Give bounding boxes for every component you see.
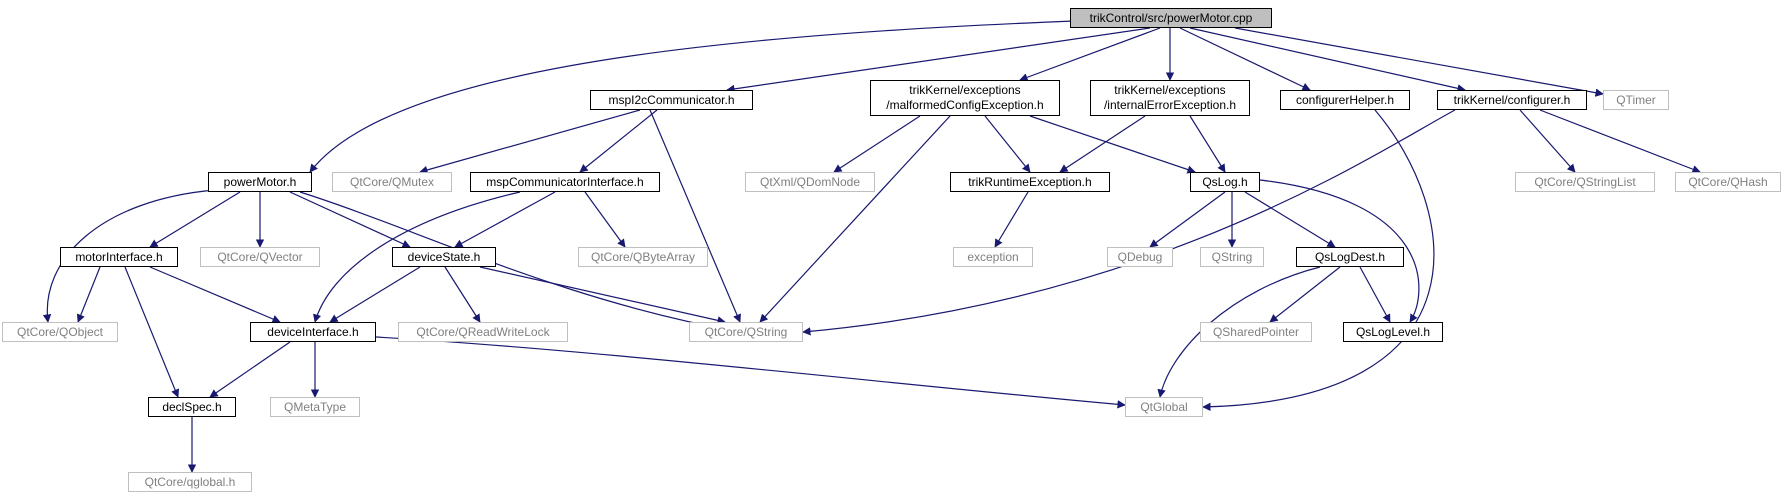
edge-mspiface-devicestate [454, 191, 556, 248]
node-qshared-pointer[interactable]: QSharedPointer [1200, 322, 1312, 342]
edge-msp-mspiface [579, 109, 658, 173]
edge-root-malformed [1019, 27, 1161, 82]
edge-powermotor-devicestate [289, 191, 411, 248]
node-malformed-config-exception[interactable]: trikKernel/exceptions /malformedConfigEx… [870, 80, 1060, 116]
edge-devicestate-qrwlock [444, 266, 481, 323]
edge-qslogdest-qshared [1269, 266, 1341, 323]
node-qtxml-qdomnode[interactable]: QtXml/QDomNode [745, 172, 875, 192]
node-qtimer[interactable]: QTimer [1603, 90, 1669, 110]
edge-root-qtimer [1234, 27, 1604, 97]
edge-mspiface-qbytearray [584, 191, 626, 248]
edge-motoriface-declspec [124, 266, 180, 398]
node-malformed-config-exception-line2: /malformedConfigException.h [886, 98, 1044, 112]
edge-root-msp [726, 27, 1151, 94]
node-internal-error-exception-line2: /internalErrorException.h [1103, 98, 1237, 112]
node-power-motor-cpp[interactable]: trikControl/src/powerMotor.cpp [1070, 8, 1272, 28]
edge-msp-qmutex [419, 109, 641, 174]
node-qtcore-qvector[interactable]: QtCore/QVector [200, 247, 320, 267]
edge-cfghelper-qtglobal [1202, 109, 1435, 412]
node-qtcore-qbytearray[interactable]: QtCore/QByteArray [578, 247, 708, 267]
edge-deviface-declspec [209, 341, 291, 398]
node-qtcore-qstring[interactable]: QtCore/QString [689, 322, 803, 342]
node-qslog-dest[interactable]: QsLogDest.h [1296, 247, 1404, 267]
node-msp-i2c-communicator[interactable]: mspI2cCommunicator.h [590, 90, 753, 110]
node-qstring[interactable]: QString [1200, 247, 1264, 267]
edge-configurer-qhash [1539, 109, 1701, 174]
edge-malformed-qtstring [759, 115, 951, 323]
edge-malformed-qdomnode [833, 115, 921, 173]
node-qtcore-qhash[interactable]: QtCore/QHash [1675, 172, 1781, 192]
node-qtcore-qglobal[interactable]: QtCore/qglobal.h [128, 472, 252, 492]
edge-powermotor-qobject [42, 189, 216, 323]
node-trik-runtime-exception[interactable]: trikRuntimeException.h [950, 172, 1110, 192]
edge-devicestate-qtstring [479, 266, 726, 325]
node-internal-error-exception-line1: trikKernel/exceptions [1114, 83, 1226, 97]
edge-mspiface-deviface [313, 191, 521, 323]
edge-internal-trikruntime [1059, 115, 1146, 173]
node-motor-interface[interactable]: motorInterface.h [60, 247, 178, 267]
node-trik-kernel-configurer[interactable]: trikKernel/configurer.h [1437, 90, 1587, 110]
node-device-state[interactable]: deviceState.h [392, 247, 496, 267]
edge-configurer-qtstring [802, 109, 1456, 336]
edge-motoriface-qobject [76, 266, 101, 323]
edge-msp-qtstring [649, 109, 741, 323]
edge-motoriface-deviface [149, 266, 281, 323]
node-device-interface[interactable]: deviceInterface.h [250, 322, 376, 342]
edge-qslog-qdebug [1149, 191, 1226, 248]
node-qtcore-qobject[interactable]: QtCore/QObject [2, 322, 118, 342]
node-exception[interactable]: exception [953, 247, 1033, 267]
node-qtglobal[interactable]: QtGlobal [1125, 397, 1203, 417]
node-qdebug[interactable]: QDebug [1107, 247, 1173, 267]
edge-qslog-qslogdest [1244, 191, 1336, 248]
node-qtcore-qstringlist[interactable]: QtCore/QStringList [1515, 172, 1655, 192]
edge-root-configurer [1189, 27, 1466, 93]
node-qtcore-qreadwritelock[interactable]: QtCore/QReadWriteLock [398, 322, 568, 342]
node-malformed-config-exception-line1: trikKernel/exceptions [909, 83, 1021, 97]
node-power-motor-h[interactable]: powerMotor.h [208, 172, 312, 192]
node-qtcore-qmutex[interactable]: QtCore/QMutex [332, 172, 452, 192]
edge-root-cfghelper [1179, 27, 1311, 91]
edge-configurer-qstringlist [1519, 109, 1576, 173]
edge-powermotor-motoriface [149, 191, 241, 248]
edge-qslogdest-qsloglevel [1359, 266, 1391, 323]
node-qslog-level[interactable]: QsLogLevel.h [1343, 322, 1443, 342]
edge-deviface-qtglobal [375, 336, 1126, 409]
node-decl-spec[interactable]: declSpec.h [148, 397, 236, 417]
node-internal-error-exception[interactable]: trikKernel/exceptions /internalErrorExce… [1090, 80, 1250, 116]
edge-devicestate-deviface [329, 266, 421, 323]
edge-malformed-trikruntime [984, 115, 1031, 173]
edge-qslog-qsloglevel [1259, 179, 1420, 323]
edge-internal-qslog [1189, 115, 1226, 173]
edge-malformed-qslog [1029, 115, 1196, 174]
edge-powermotor-qtstring [299, 191, 741, 335]
node-msp-communicator-interface[interactable]: mspCommunicatorInterface.h [470, 172, 660, 192]
edge-root-powermotor [309, 17, 1156, 173]
node-qslog-h[interactable]: QsLog.h [1190, 172, 1260, 192]
edge-trikruntime-exception [994, 191, 1029, 248]
node-configurer-helper[interactable]: configurerHelper.h [1280, 90, 1410, 110]
node-qmetatype[interactable]: QMetaType [270, 397, 360, 417]
